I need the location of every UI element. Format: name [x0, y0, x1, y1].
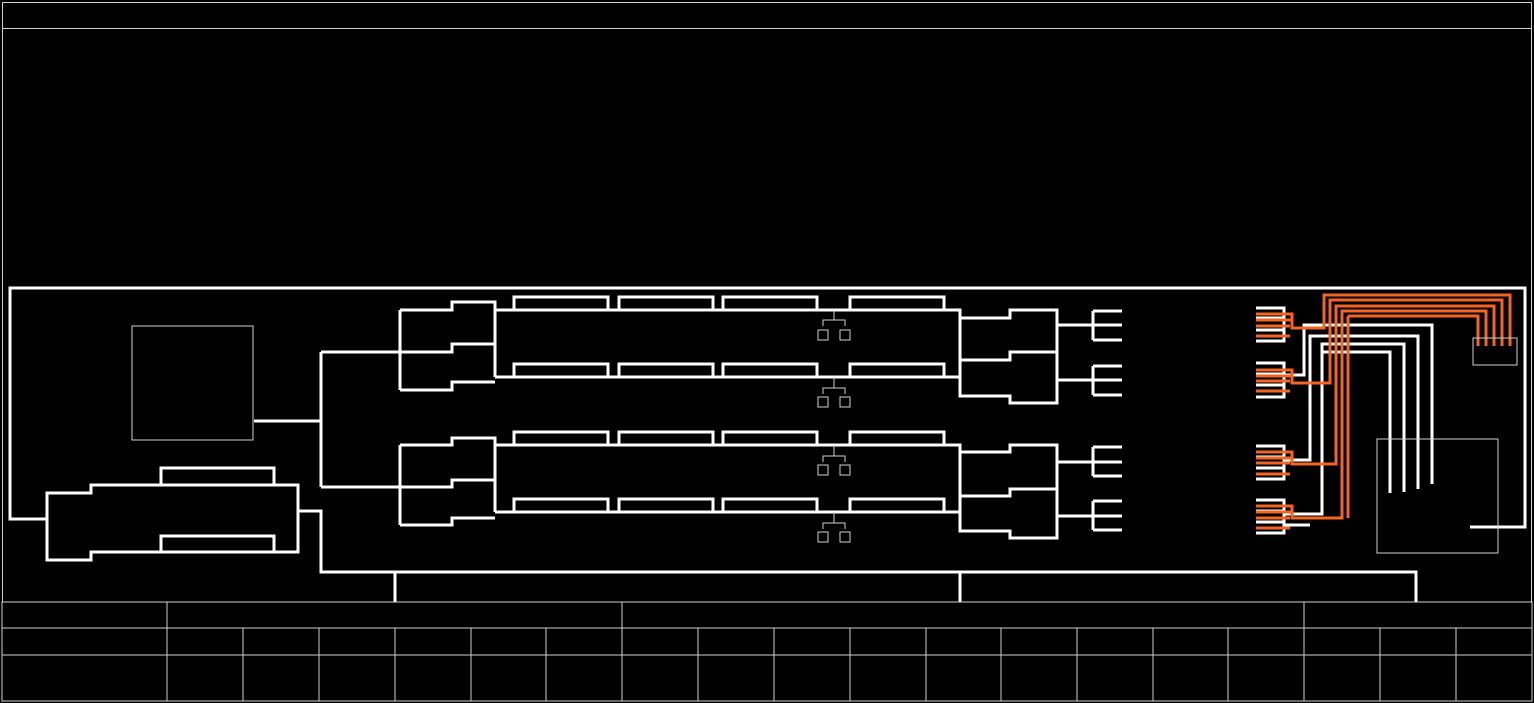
main-area — [2, 29, 1532, 602]
right-wire-bundle — [1284, 323, 1434, 527]
device-icon-3 — [817, 445, 851, 476]
fork-3 — [1057, 445, 1122, 478]
fork-1 — [1057, 309, 1122, 342]
cabinet-box — [1376, 438, 1499, 554]
fork-4 — [1057, 499, 1122, 532]
upper-mid-rail — [495, 350, 1057, 379]
device-icon-4 — [817, 512, 851, 543]
left-assembly-top-tab — [159, 466, 276, 487]
outer-loop-line — [8, 286, 1527, 529]
lower-mid-rail — [495, 487, 1057, 514]
left-assembly-body — [45, 483, 300, 562]
title-block-grid — [1, 601, 1533, 702]
orange-wire-2 — [1256, 298, 1504, 385]
upper-top-rail — [495, 308, 1059, 405]
lower-tab-row-2 — [512, 497, 946, 512]
title-bar — [2, 2, 1532, 29]
terminal-box — [1472, 337, 1518, 366]
orange-wire-3 — [1256, 304, 1496, 466]
upper-tab-row-1 — [512, 295, 946, 310]
fork-2 — [1057, 364, 1122, 397]
device-icon-1 — [817, 310, 851, 341]
upper-left-bracket — [398, 300, 497, 392]
orange-wire-1 — [1256, 293, 1512, 346]
upper-tab-row-2 — [512, 362, 946, 377]
lower-left-bracket — [398, 436, 497, 527]
bottom-connector-line — [298, 509, 1418, 602]
left-assembly-bottom-tab — [159, 534, 276, 554]
control-box — [131, 325, 254, 441]
orange-wire-4 — [1256, 309, 1488, 520]
lower-top-rail — [495, 443, 1059, 540]
orange-wire-5 — [1256, 314, 1480, 530]
device-icon-2 — [817, 377, 851, 408]
lower-tab-row-1 — [512, 430, 946, 445]
